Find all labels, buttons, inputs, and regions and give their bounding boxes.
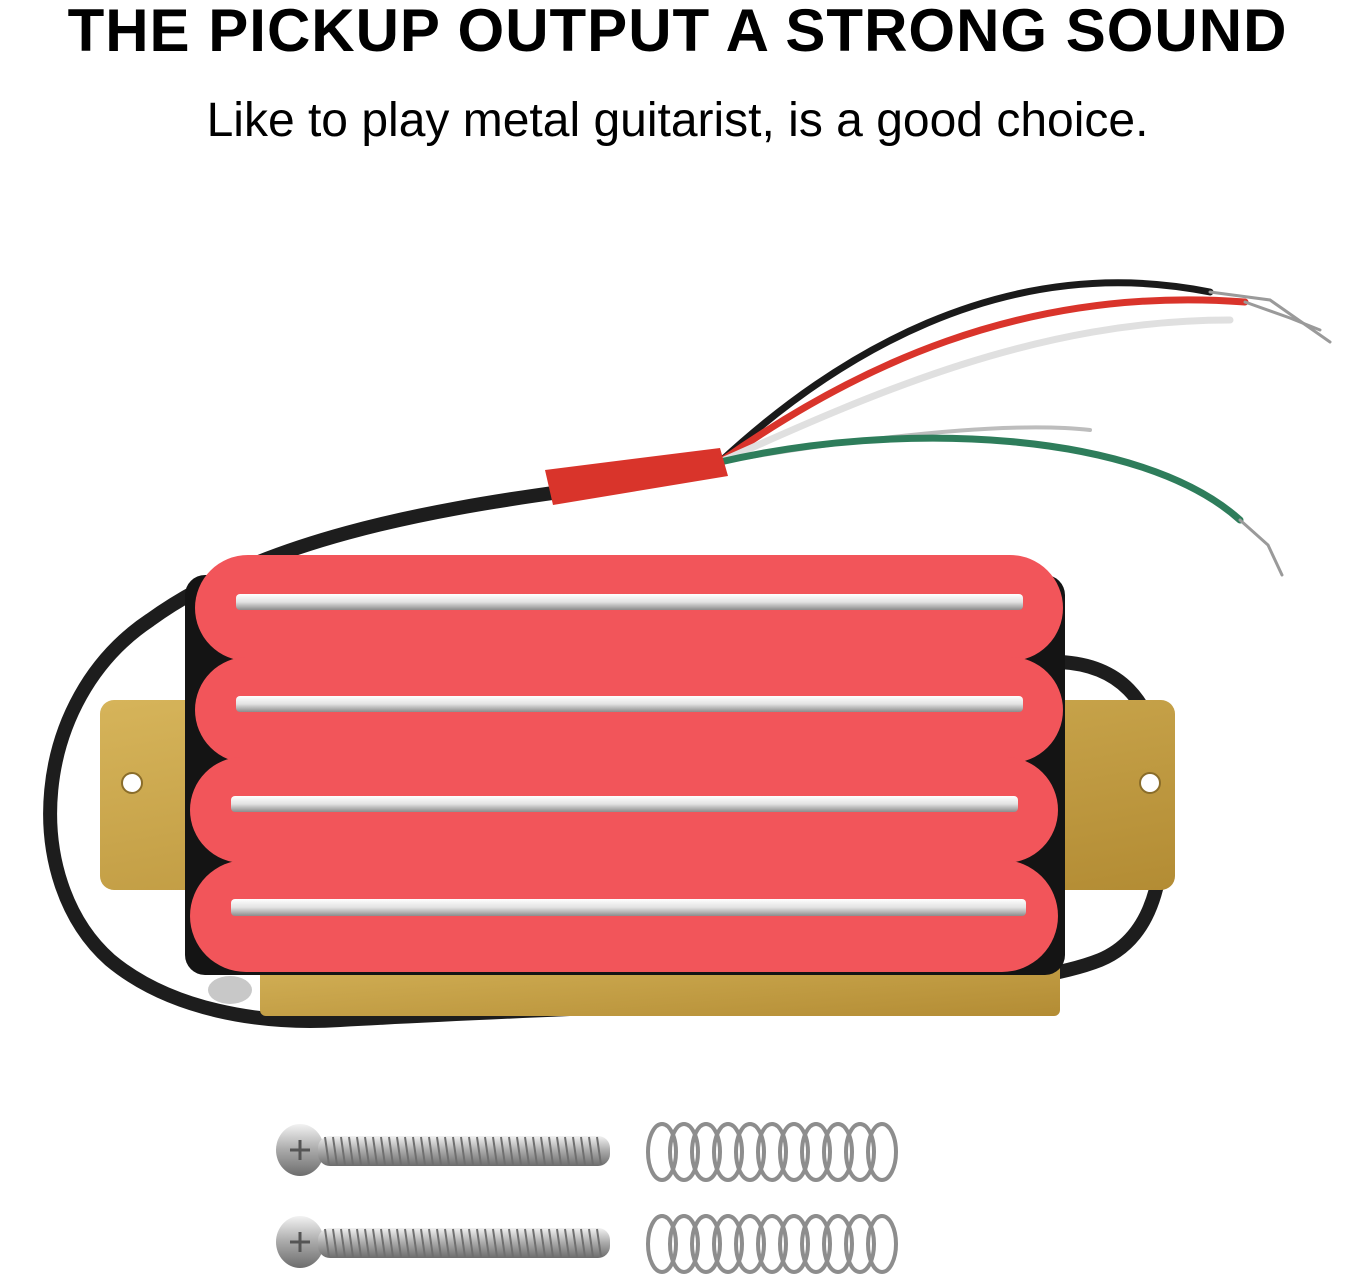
lead-wires — [716, 279, 1332, 577]
solder-joint — [208, 976, 252, 1004]
bobbin-4 — [190, 860, 1058, 972]
headline: THE PICKUP OUTPUT A STRONG SOUND — [67, 0, 1288, 64]
bobbins — [190, 555, 1063, 972]
spring-1 — [646, 1122, 898, 1182]
mounting-screws — [276, 1124, 610, 1268]
red-wire — [716, 296, 1249, 466]
white-wire — [716, 316, 1234, 466]
bobbin-3 — [190, 757, 1058, 863]
springs — [646, 1122, 898, 1274]
bobbin-1 — [195, 555, 1063, 661]
screw-1 — [276, 1124, 610, 1176]
heat-shrink-sleeve — [545, 448, 728, 505]
bobbin-2 — [195, 657, 1063, 763]
mounting-hole-right — [1139, 772, 1161, 794]
green-wire — [716, 434, 1244, 524]
screw-2 — [276, 1216, 610, 1268]
subline: Like to play metal guitarist, is a good … — [206, 94, 1149, 147]
black-wire — [716, 279, 1214, 466]
spring-2 — [646, 1214, 898, 1274]
mounting-hole-left — [121, 772, 143, 794]
